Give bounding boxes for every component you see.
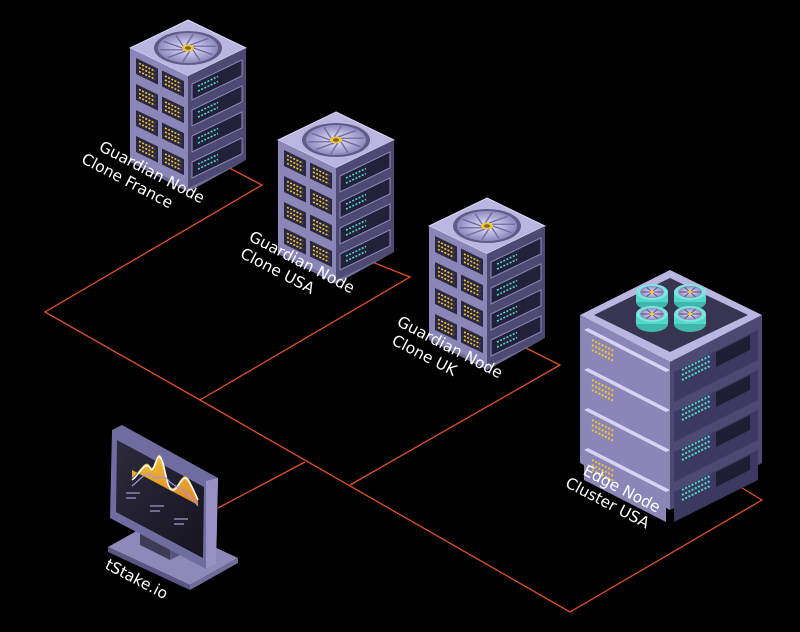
guardian-node-france[interactable] — [128, 19, 248, 192]
monitor-icon — [108, 425, 238, 590]
connector-gn-uk — [349, 344, 562, 486]
server-tower-icon — [128, 19, 248, 192]
rack-fans — [636, 284, 706, 332]
edge-node-cluster[interactable] — [580, 270, 762, 522]
guardian-node-uk[interactable] — [427, 197, 547, 370]
server-tower-icon — [276, 111, 396, 284]
server-rack-icon — [580, 270, 762, 522]
tstake-monitor[interactable] — [108, 425, 238, 590]
connector-lines — [43, 161, 764, 613]
connector-tstake — [217, 461, 306, 509]
connector-gn-usa — [199, 261, 412, 401]
server-tower-icon — [427, 197, 547, 370]
guardian-node-usa[interactable] — [276, 111, 396, 284]
rack-slats — [584, 328, 758, 522]
